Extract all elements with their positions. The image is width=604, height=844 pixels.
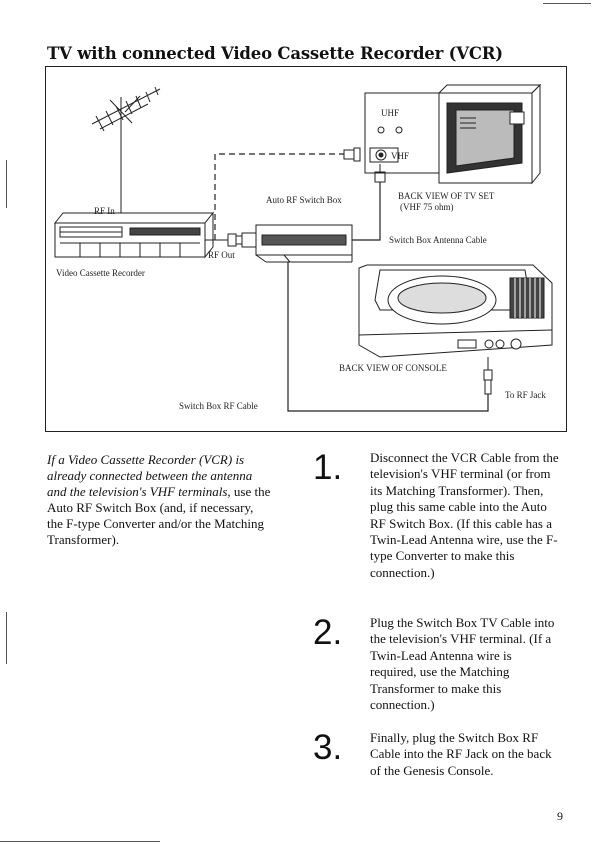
label-uhf: UHF	[381, 108, 399, 118]
intro-italic-text: If a Video Cassette Recorder (VCR) is al…	[47, 452, 253, 499]
scan-edge-left-1	[6, 160, 7, 208]
label-auto-rf-switch-box: Auto RF Switch Box	[266, 195, 342, 205]
rf-jack-plug	[483, 357, 493, 395]
label-rf-out: RF Out	[208, 250, 235, 260]
vcr-cable-dashed	[214, 153, 344, 240]
page-number: 9	[557, 809, 563, 823]
intro-paragraph: If a Video Cassette Recorder (VCR) is al…	[47, 452, 272, 548]
step-number: 2.	[313, 613, 343, 652]
label-back-view-tv: BACK VIEW OF TV SET	[398, 191, 495, 201]
step-text: Disconnect the VCR Cable from the televi…	[370, 450, 559, 580]
label-switch-box-antenna-cable: Switch Box Antenna Cable	[389, 235, 487, 245]
label-back-view-console: BACK VIEW OF CONSOLE	[339, 363, 447, 373]
label-rf-in: RF In	[94, 206, 115, 216]
switch-box-rf-cable	[287, 262, 489, 412]
step-number: 3.	[313, 728, 343, 767]
switch-box-icon	[255, 224, 353, 263]
tv-back-icon	[343, 83, 542, 185]
label-switch-box-rf-cable: Switch Box RF Cable	[179, 401, 258, 411]
antenna-icon	[91, 86, 161, 215]
vcr-icon	[53, 211, 215, 259]
scan-edge-top	[543, 3, 591, 4]
switch-box-antenna-cable	[352, 181, 381, 241]
label-vhf: VHF	[391, 151, 409, 161]
scan-edge-bottom	[0, 841, 160, 842]
intro-regular-text: use the Auto RF Switch Box (and, if nece…	[47, 484, 271, 547]
console-icon	[358, 264, 553, 358]
label-video-cassette-recorder: Video Cassette Recorder	[56, 268, 145, 278]
label-vhf-ohm: (VHF 75 ohm)	[400, 202, 454, 212]
page-title: TV with connected Video Cassette Recorde…	[47, 44, 503, 64]
diagram-frame	[45, 66, 567, 432]
step-text: Plug the Switch Box TV Cable into the te…	[370, 615, 555, 713]
label-to-rf-jack: To RF Jack	[505, 390, 546, 400]
connection-diagram: UHF VHF BACK VIEW OF TV SET (VHF 75 ohm)…	[45, 66, 567, 432]
vhf-f-connector	[374, 164, 386, 183]
step-text: Finally, plug the Switch Box RF Cable in…	[370, 730, 552, 778]
step-number: 1.	[313, 448, 343, 487]
scan-edge-left-2	[6, 612, 7, 664]
